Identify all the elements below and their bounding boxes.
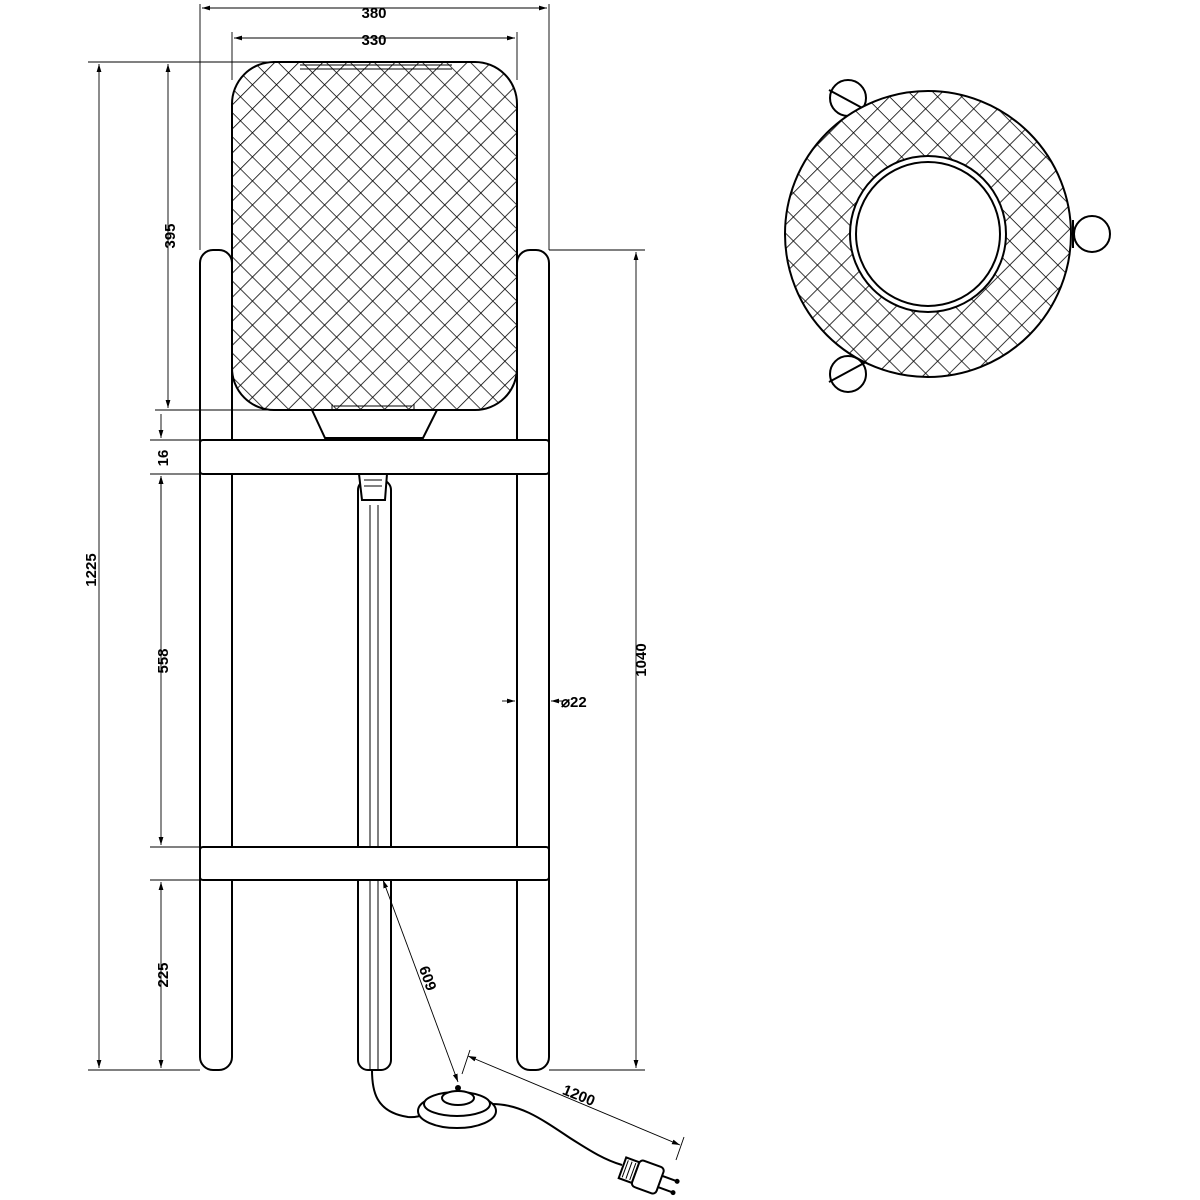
- upper-shelf: [199, 439, 550, 475]
- dimensions: [88, 4, 685, 1161]
- top-view: [784, 79, 1111, 393]
- dim-overall-width: 380: [361, 5, 386, 22]
- dim-shelf-thickness: 16: [155, 450, 172, 467]
- socket-connector: [357, 473, 389, 501]
- dim-upper-section: 558: [155, 648, 172, 673]
- dim-lower-section: 225: [155, 962, 172, 987]
- dim-cable-switch: 609: [415, 964, 440, 993]
- lamp-holder: [310, 409, 439, 439]
- dim-frame-height: 1040: [633, 643, 650, 676]
- dim-leg-diameter: ⌀22: [561, 694, 587, 711]
- lamp-shade: [231, 61, 518, 411]
- dim-shade-width: 330: [361, 32, 386, 49]
- dim-cable-plug: 1200: [560, 1082, 597, 1110]
- power-plug: [617, 1156, 680, 1196]
- foot-switch: [417, 1085, 497, 1129]
- top-leg-3: [829, 355, 867, 393]
- right-leg: [516, 249, 550, 1071]
- dim-total-height: 1225: [83, 553, 100, 586]
- front-view: [199, 61, 680, 1196]
- lower-shelf: [199, 846, 550, 881]
- dim-shade-height: 395: [162, 223, 179, 248]
- left-leg: [199, 249, 233, 1071]
- rear-leg: [357, 479, 392, 1071]
- top-leg-2: [1073, 215, 1111, 253]
